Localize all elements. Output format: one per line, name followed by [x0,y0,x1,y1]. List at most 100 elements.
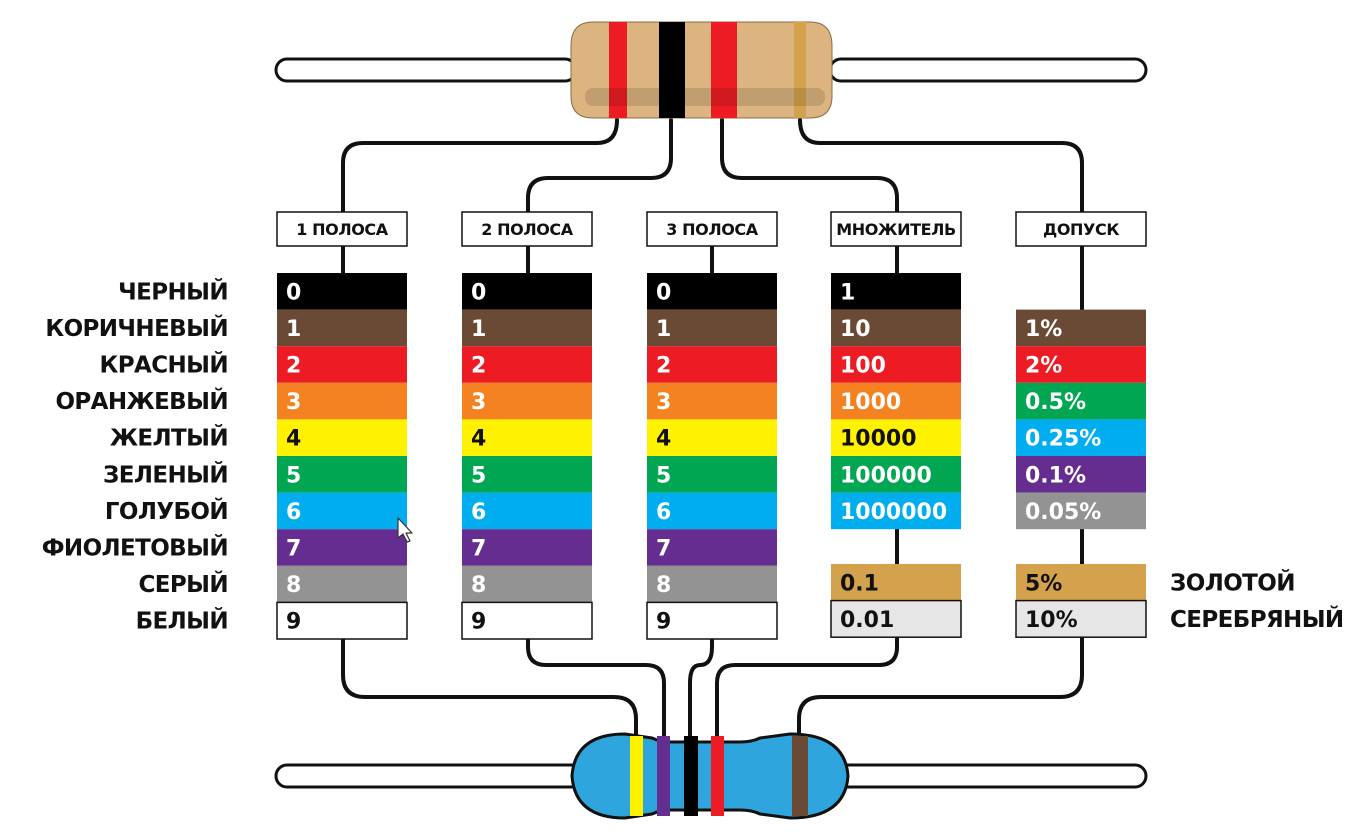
cell-value: 5% [1025,571,1062,596]
column-header-box [461,211,593,247]
cell-swatch-yellow [831,419,961,456]
value-cell: 4 [462,419,592,456]
value-cell: 6 [277,492,407,530]
connector-wires [341,118,1084,744]
cell-swatch-black [462,273,592,310]
mouse-cursor-icon [397,517,413,543]
cell-swatch-violet [462,529,592,566]
color-name-label: ФИОЛЕТОВЫЙ [42,534,228,562]
cell-value: 1000 [840,390,901,415]
value-cell: 5 [462,456,592,493]
value-columns: 0123456789012345678901234567891101001000… [276,273,1147,640]
color-name-label: ГОЛУБОЙ [105,497,228,525]
cell-swatch-green [277,456,407,493]
cell-value: 8 [471,573,486,598]
value-cell: 6 [462,492,592,530]
value-cell: 8 [277,565,407,603]
color-name-label: БЕЛЫЙ [136,607,228,635]
cell-swatch-green [647,456,777,493]
value-cell: 0.01 [830,599,962,638]
wire-top-band4 [798,118,1084,214]
top-lead-right [828,57,1148,83]
value-cell: 5 [277,456,407,493]
silver-label: СЕРЕБРЯНЫЙ [1170,605,1344,633]
cell-swatch-blue [462,492,592,530]
cell-value: 5 [286,463,301,488]
value-cell: 5% [1016,564,1146,601]
bottom-resistor [274,732,1148,820]
cell-swatch-yellow [277,419,407,456]
value-cell: 10% [1015,599,1147,638]
wire-top-band3 [720,118,899,214]
cell-value: 0.01 [840,608,894,633]
cell-swatch-blue [277,492,407,530]
value-cell: 1000000 [831,492,961,530]
cell-swatch-red [831,346,961,383]
cell-value: 1 [471,317,486,342]
cell-swatch-green [831,456,961,493]
value-cell: 7 [462,529,592,566]
cell-value: 0.1 [840,571,879,596]
value-cell: 4 [647,419,777,456]
cell-swatch-gray [647,565,777,603]
wire-bottom-col5 [797,634,1084,736]
column-header-label: 1 ПОЛОСА [296,220,389,239]
cell-swatch-gray [277,565,407,603]
cell-value: 100000 [840,463,932,488]
cell-swatch-black [647,273,777,310]
cell-value: 7 [286,537,301,562]
column-header-box [646,211,778,247]
cell-swatch-orange [277,382,407,420]
value-cell: 1 [462,309,592,347]
cell-value: 10% [1025,608,1078,633]
wire-bottom-col4 [715,634,899,744]
cell-value: 1 [656,317,671,342]
bottom-band-5 [792,736,808,816]
wire-top-band1 [341,118,619,214]
color-name-label: ЧЕРНЫЙ [118,277,228,305]
top-band-2 [659,22,685,118]
bottom-band-1 [630,736,643,816]
top-lead-left [274,57,578,83]
bottom-lead-left [274,763,588,789]
cell-value: 6 [656,500,671,525]
cell-value: 2 [656,354,671,379]
color-name-label: ЖЕЛТЫЙ [110,424,228,452]
value-cell: 0.25% [1016,419,1146,456]
column-header-label: ДОПУСК [1043,220,1119,239]
cell-swatch-blue [831,492,961,530]
bottom-lead-right [833,763,1148,789]
cell-value: 3 [286,390,301,415]
value-cell: 0 [462,273,592,310]
value-cell: 4 [277,419,407,456]
cell-swatch-brown [1016,309,1146,347]
cell-value: 6 [471,500,486,525]
cell-swatch-brown [647,309,777,347]
value-cell: 10 [831,309,961,347]
cell-swatch-orange [462,382,592,420]
value-cell: 9 [461,601,593,640]
color-name-label: ЗЕЛЕНЫЙ [103,460,228,488]
cell-value: 0.1% [1025,463,1086,488]
column-header-box [1015,211,1147,247]
cell-swatch-green [462,456,592,493]
value-cell: 3 [462,382,592,420]
cell-value: 7 [656,537,671,562]
value-cell: 8 [462,565,592,603]
column-header-label: МНОЖИТЕЛЬ [836,220,956,239]
top-resistor [274,21,1148,119]
value-cell: 9 [276,601,408,640]
color-name-label: КРАСНЫЙ [100,351,228,379]
top-band-3 [711,22,737,118]
cell-swatch-red [647,346,777,383]
bottom-band-3 [684,736,698,816]
value-cell: 2% [1016,346,1146,383]
cell-swatch-brown [462,309,592,347]
cell-value: 5 [471,463,486,488]
top-band-1 [609,22,627,118]
cell-value: 1 [286,317,301,342]
value-cell: 100 [831,346,961,383]
cell-swatch-white [646,601,778,640]
